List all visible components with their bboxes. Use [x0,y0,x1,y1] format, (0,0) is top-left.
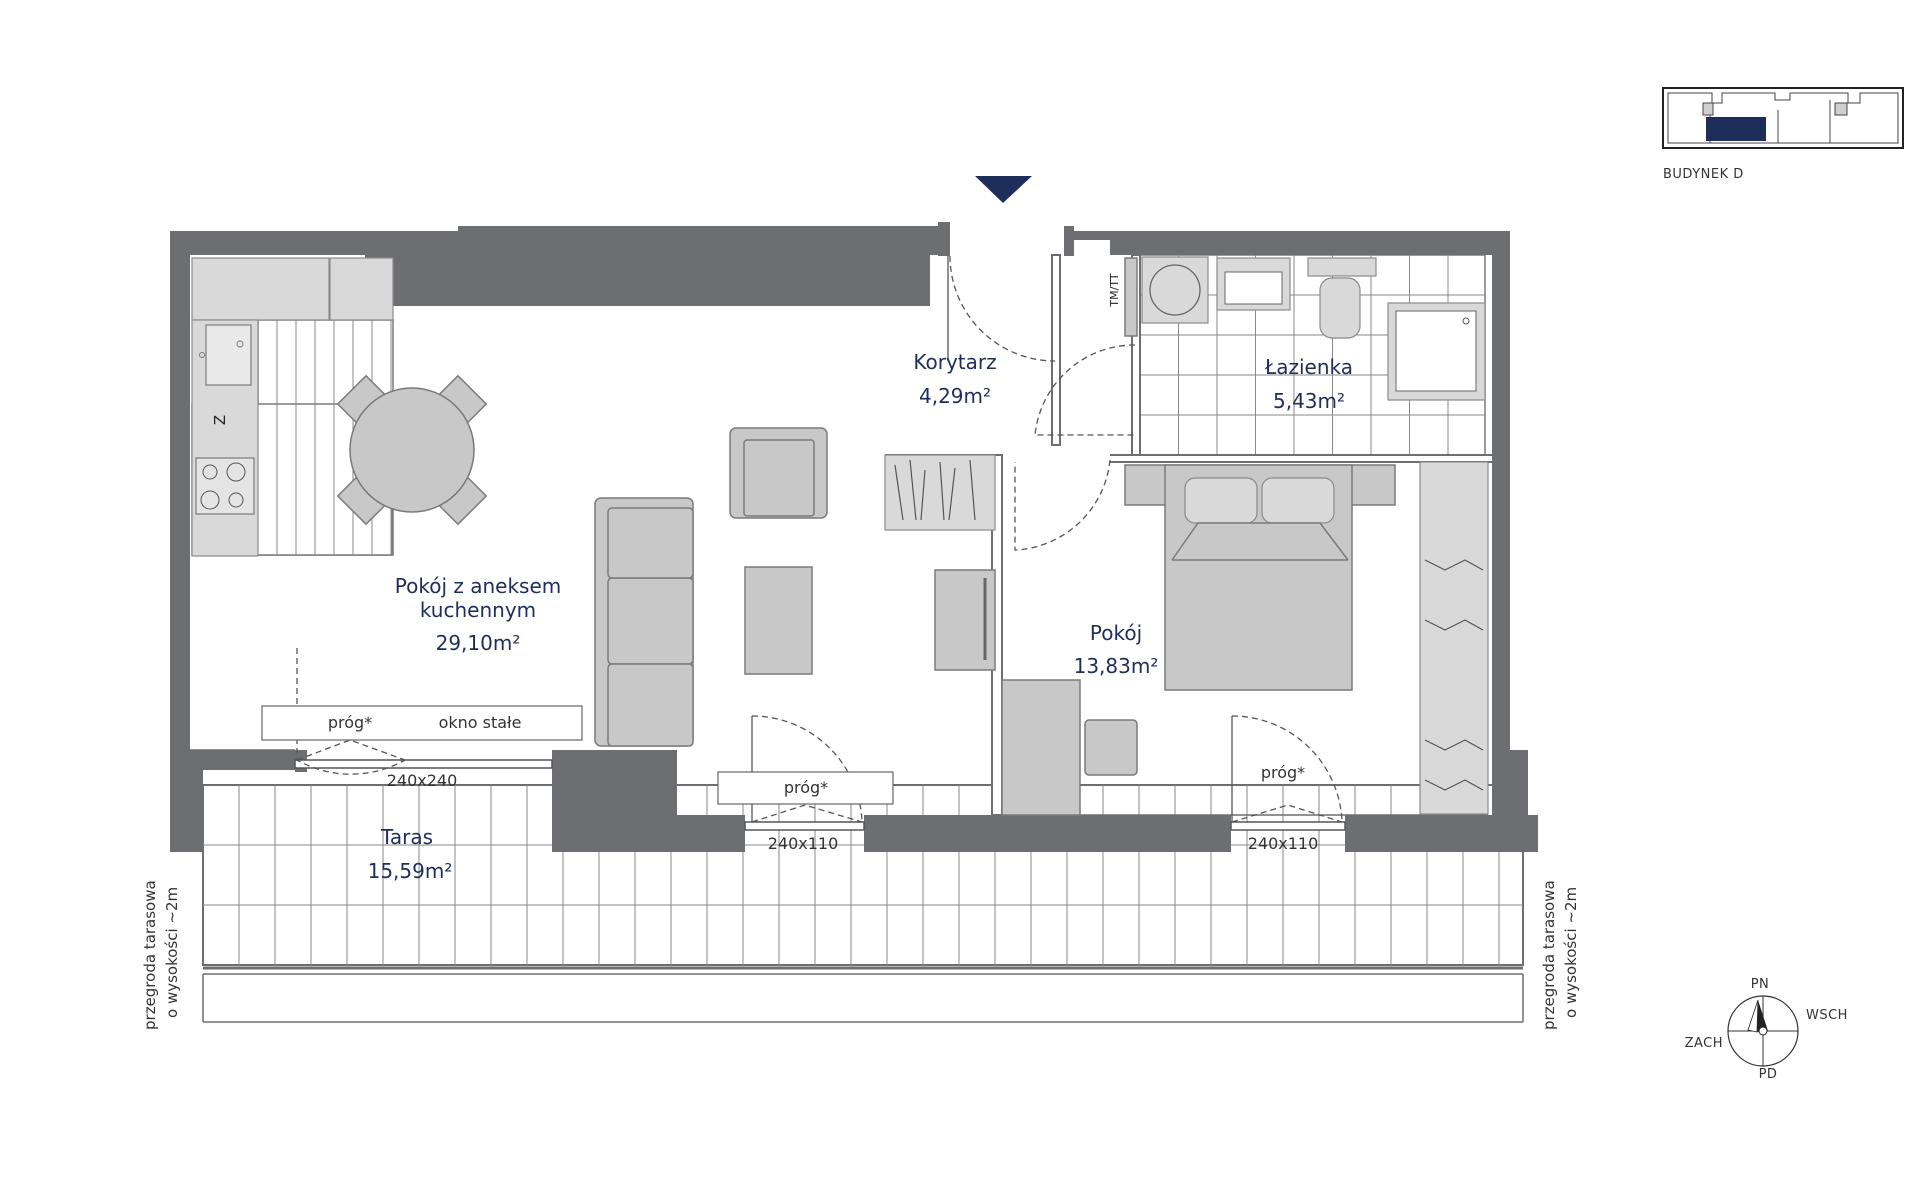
corridor-name: Korytarz [913,350,996,374]
partition-label-right-2: o wysokości ~2m [1562,887,1580,1018]
partition-label-left-2: o wysokości ~2m [163,887,181,1018]
balcony-door-1 [261,648,583,775]
armchair [729,427,828,519]
compass-icon: PN WSCH PD ZACH [1685,977,1848,1082]
balcony-door-3 [1231,715,1343,823]
compass-north: PN [1751,977,1770,992]
bedroom-door-swing [1014,459,1111,551]
coffee-table [744,566,813,675]
bedroom-name: Pokój [1090,621,1142,645]
walls [170,222,1538,852]
window-size-3: 240x110 [1248,834,1319,853]
window-size-2: 240x110 [768,834,839,853]
kitchen-counter: Z [191,257,394,557]
compass-east: WSCH [1806,1008,1848,1023]
terrace-area-value: 15,59m² [368,859,453,883]
washer-mark: TM/TT [1108,273,1121,307]
compass-south: PD [1759,1067,1778,1082]
threshold-label-2: próg* [784,778,828,797]
bedroom-wardrobe [1419,461,1489,815]
balcony-door-2 [717,715,894,823]
living-room-name: Pokój z aneksem [395,574,561,598]
terrace-name: Taras [380,825,433,849]
corridor-area: 4,29m² [919,384,991,408]
window-openings [294,759,1346,831]
stove-icon [195,457,255,515]
threshold-label-3: próg* [1261,763,1305,782]
window-size-1: 240x240 [387,771,458,790]
compass-west: ZACH [1685,1036,1723,1051]
bed [1124,464,1396,691]
bathroom-fixtures: TM/TT [1108,256,1486,401]
dining-table [336,374,488,526]
building-key-plan: BUDYNEK D [1662,87,1904,182]
fridge-mark: Z [211,415,229,425]
terrace-area [202,784,1524,1023]
bedroom-desk [1001,679,1138,816]
entrance-door-swing [949,255,1056,362]
bedroom-area: 13,83m² [1074,654,1159,678]
sink-icon [205,324,252,386]
corridor-wardrobe [884,454,996,531]
living-room-area: 29,10m² [436,631,521,655]
fixed-window-label: okno stałe [439,713,522,732]
desk-living [934,569,996,671]
partition-label-left-1: przegroda tarasowa [141,880,159,1030]
apartment-highlight [1706,117,1766,141]
building-label: BUDYNEK D [1663,167,1744,182]
entrance-arrow [975,176,1032,203]
bathroom-area: 5,43m² [1273,389,1345,413]
living-room-name-2: kuchennym [420,598,536,622]
sofa [594,497,694,747]
bathroom-door-swing [1034,344,1136,436]
threshold-label-1: próg* [328,713,372,732]
partition-label-right-1: przegroda tarasowa [1540,880,1558,1030]
bathroom-name: Łazienka [1264,355,1353,379]
